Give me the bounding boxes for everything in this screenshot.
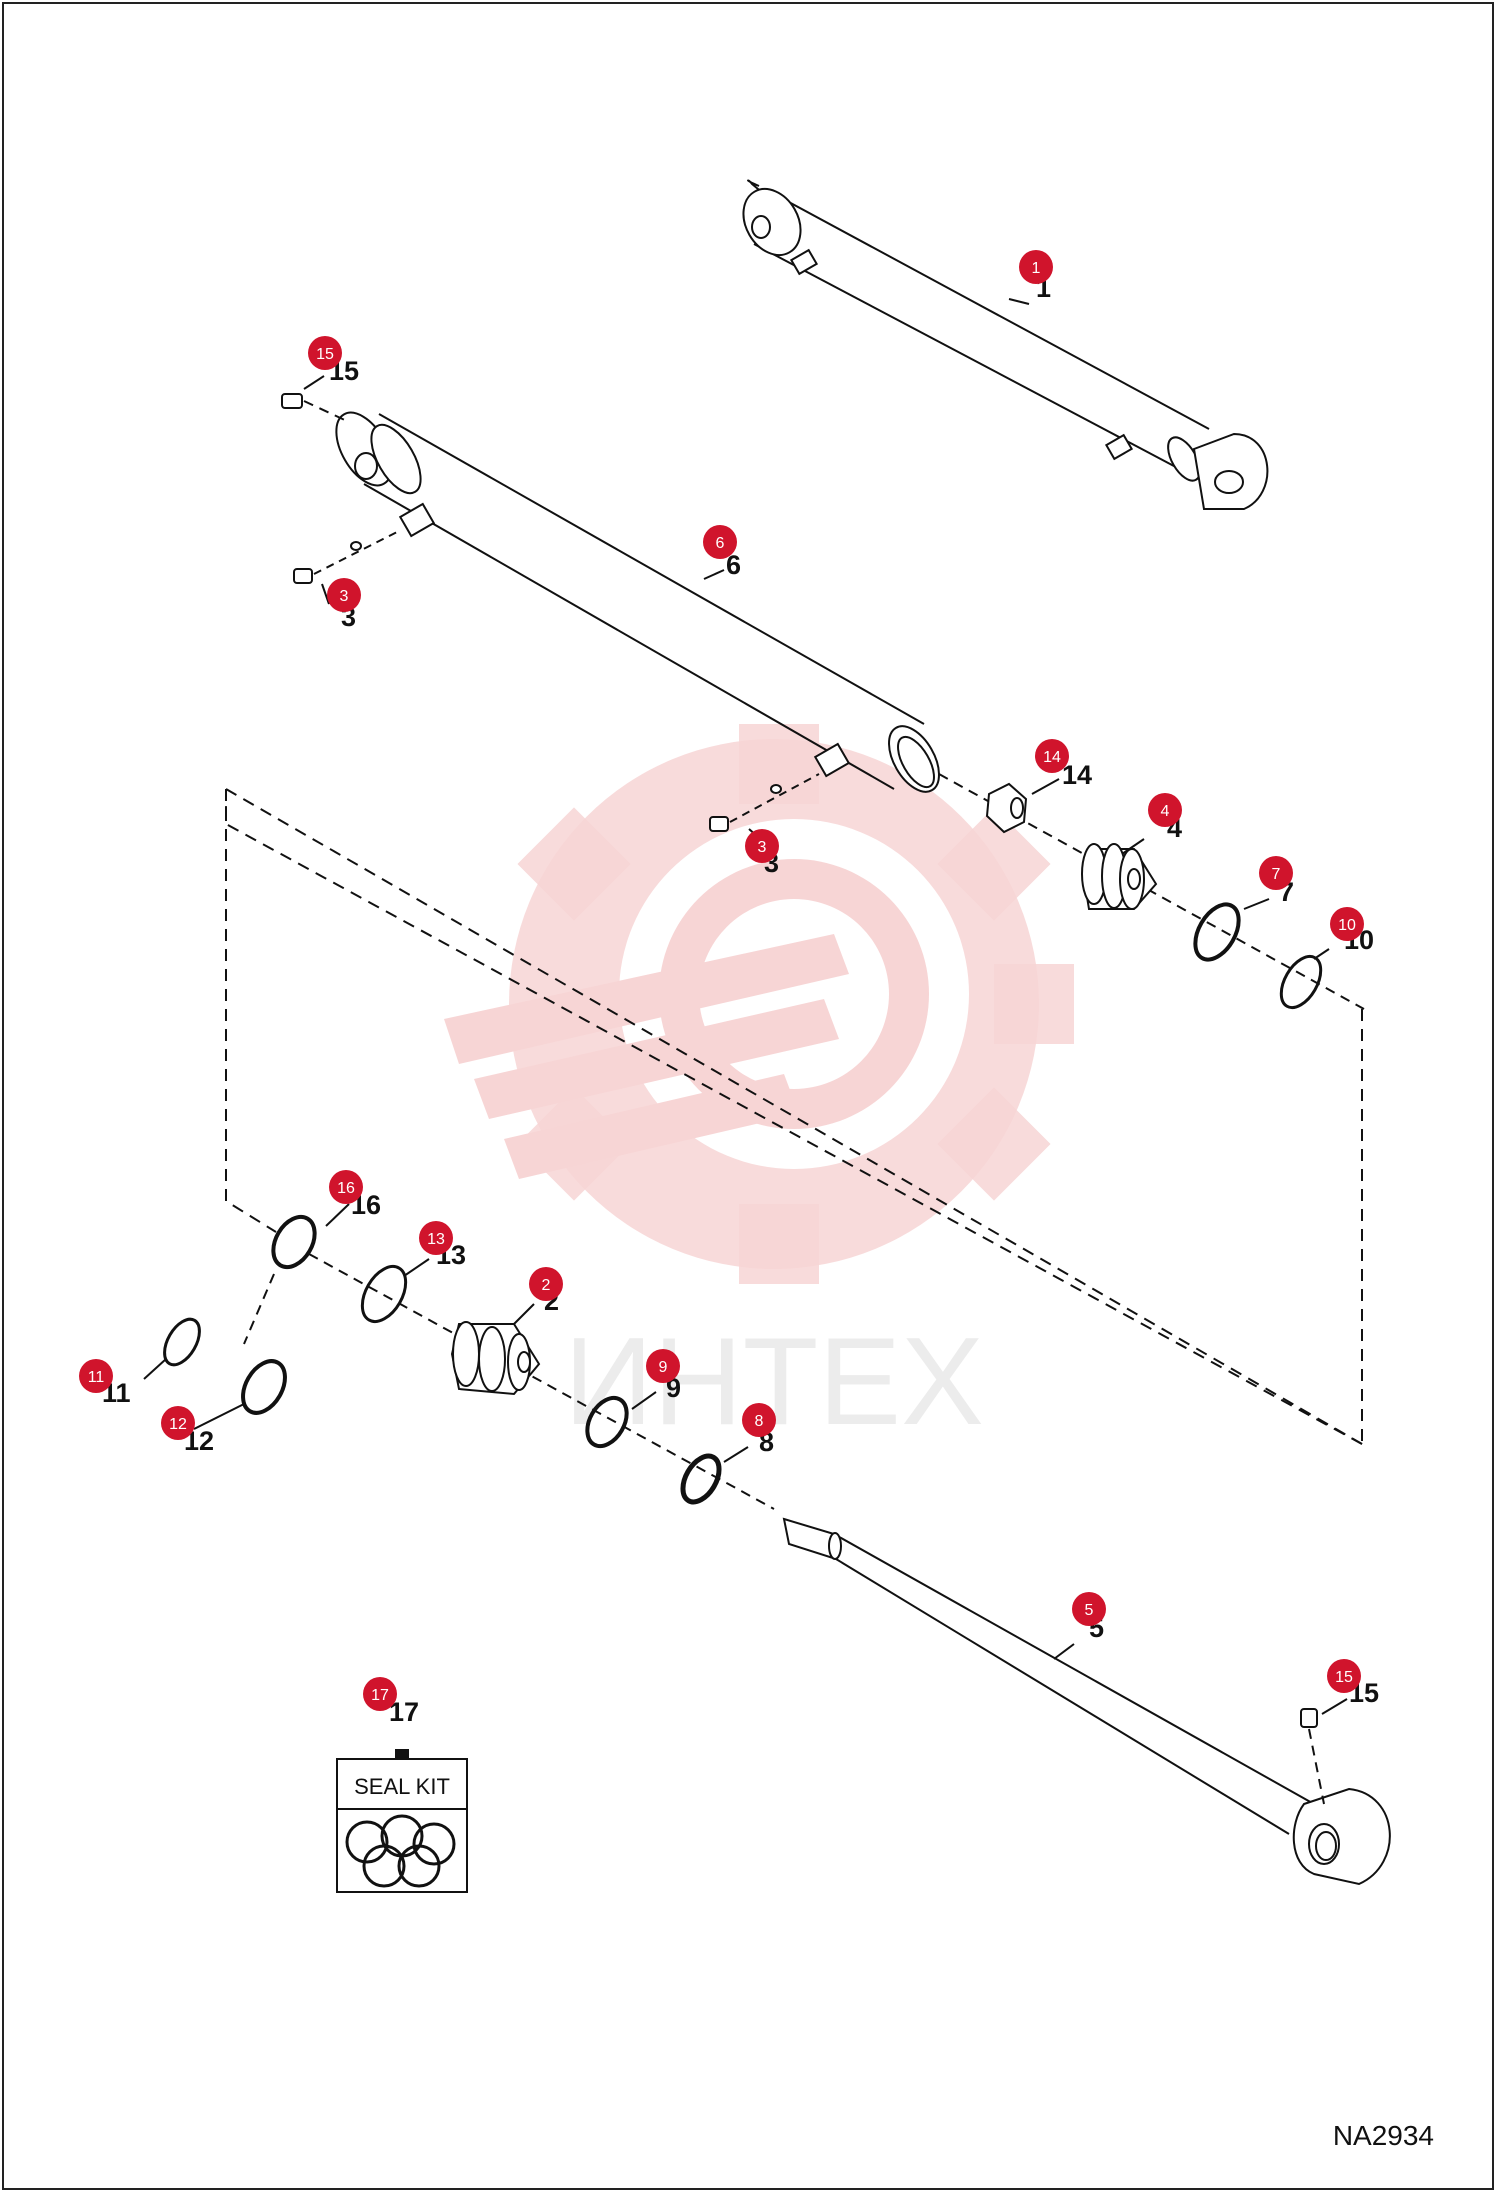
explode-axis-lower [308,1253,775,1510]
grease-fitting-15-top [281,393,350,423]
badge-6[interactable]: 6 [703,525,737,559]
svg-text:4: 4 [1161,803,1170,820]
ring-7 [1193,902,1241,962]
seal-kit-17: SEAL KIT [336,1749,468,1893]
svg-text:8: 8 [755,1413,764,1430]
badge-15-bottom[interactable]: 15 [1327,1659,1361,1693]
link-16-12 [243,1273,275,1345]
parts-diagram: ИНТЕХ [79,179,1391,1893]
ring-13 [360,1265,408,1323]
badge-16[interactable]: 16 [329,1170,363,1204]
svg-text:3: 3 [758,839,767,856]
ring-12 [241,1359,287,1415]
svg-text:6: 6 [716,535,725,552]
svg-text:15: 15 [1335,1669,1353,1686]
callout-badges: 1 15 6 3 14 4 3 7 10 16 13 2 11 12 9 8 5… [79,250,1364,1711]
badge-11[interactable]: 11 [79,1359,113,1393]
piston-4 [1081,843,1158,910]
wiper-9 [585,1395,629,1449]
badge-3-lower[interactable]: 3 [745,829,779,863]
badge-12[interactable]: 12 [161,1406,195,1440]
ring-16 [271,1214,317,1270]
svg-text:10: 10 [1338,917,1356,934]
svg-text:7: 7 [1272,866,1281,883]
document-code: NA2934 [1332,2120,1434,2151]
gland-2 [450,1321,541,1396]
ring-10 [1279,954,1323,1010]
badge-2[interactable]: 2 [529,1267,563,1301]
badge-3-upper[interactable]: 3 [327,578,361,612]
badge-4[interactable]: 4 [1148,793,1182,827]
svg-text:5: 5 [1085,1602,1094,1619]
badge-13[interactable]: 13 [419,1221,453,1255]
badge-5[interactable]: 5 [1072,1592,1106,1626]
badge-9[interactable]: 9 [646,1349,680,1383]
svg-text:11: 11 [88,1369,105,1386]
svg-text:14: 14 [1043,749,1061,766]
ring-11 [163,1317,201,1367]
nut-14 [985,782,1028,834]
svg-text:9: 9 [659,1359,668,1376]
label-14: 14 [1062,760,1092,790]
piston-rod-5 [782,1517,1391,1886]
svg-text:15: 15 [316,346,334,363]
grease-fitting-15-bottom [1300,1708,1325,1805]
svg-text:12: 12 [169,1416,187,1433]
badge-17[interactable]: 17 [363,1677,397,1711]
svg-text:1: 1 [1032,260,1041,277]
badge-8[interactable]: 8 [742,1403,776,1437]
watermark-logo: ИНТЕХ [444,724,1074,1451]
explode-axis-upper [938,773,1365,1010]
plug-3-lower [709,773,820,832]
badge-15-top[interactable]: 15 [308,336,342,370]
badge-10[interactable]: 10 [1330,907,1364,941]
svg-text:2: 2 [542,1277,551,1294]
plug-3-upper [293,530,400,584]
label-6: 6 [726,550,741,580]
svg-text:17: 17 [371,1687,389,1704]
badge-7[interactable]: 7 [1259,856,1293,890]
badge-1[interactable]: 1 [1019,250,1053,284]
svg-text:3: 3 [340,588,349,605]
seal-8 [680,1453,722,1505]
svg-text:13: 13 [427,1231,445,1248]
cylinder-barrel-6 [335,411,940,793]
seal-kit-label: SEAL KIT [354,1774,450,1799]
cylinder-assembly-1 [742,179,1269,510]
svg-text:16: 16 [337,1180,355,1197]
badge-14[interactable]: 14 [1035,739,1069,773]
